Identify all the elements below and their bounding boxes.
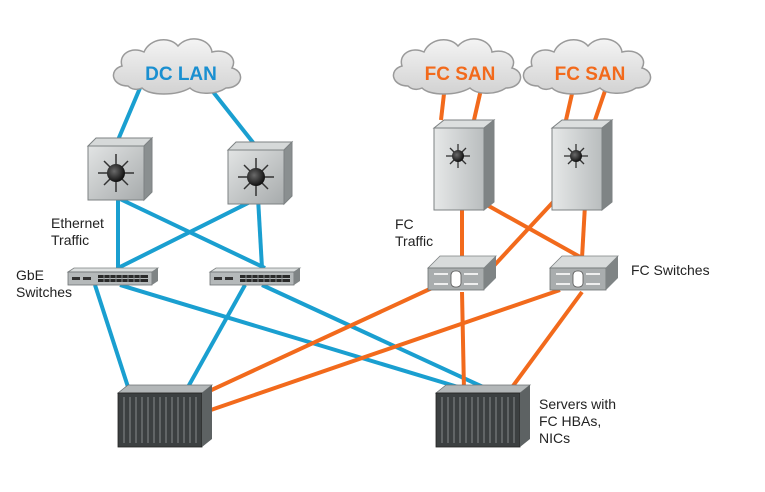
core-switch-right [226, 140, 294, 206]
label-gbe-switches-line1: GbE [16, 267, 45, 283]
label-fc-traffic-line2: Traffic [395, 233, 434, 249]
link-gbeR-serverL [186, 284, 247, 388]
cloud-fc-san-a: FC SAN [392, 38, 522, 95]
ethernet-links [93, 86, 484, 389]
label-gbe-switches: GbE Switches [16, 267, 72, 301]
core-switch-left [86, 136, 154, 202]
link-dirL-fcswR [486, 203, 583, 260]
fc-director-right [550, 118, 614, 212]
fc-switch-icon [549, 255, 619, 291]
label-ethernet-traffic-line2: Traffic [51, 232, 90, 248]
fc-director-left [432, 118, 496, 212]
label-servers-line3: NICs [539, 430, 571, 446]
server-rack-icon [116, 384, 214, 448]
core-switch-icon [86, 136, 154, 202]
label-fc-traffic: FC Traffic [395, 216, 433, 250]
gbe-switch-right [208, 267, 302, 286]
server-left [116, 384, 214, 448]
link-fcswL-serverL-a [204, 280, 446, 395]
link-dirR-fcswL [488, 198, 557, 272]
fc-switch-icon [427, 255, 497, 291]
label-fc-switches: FC Switches [631, 262, 710, 278]
cloud-label-lan: DC LAN [145, 64, 217, 85]
link-lan-core-left [116, 87, 142, 141]
label-fc-traffic-line1: FC [395, 216, 414, 232]
link-fcswR-serverL [204, 288, 561, 414]
gbe-switch-icon [208, 267, 302, 286]
label-ethernet-traffic-line1: Ethernet [51, 215, 104, 231]
link-dirR-fcswR [580, 204, 587, 259]
link-coreR-gbeR [256, 197, 264, 269]
label-gbe-switches-line2: Switches [16, 284, 73, 300]
label-servers: Servers with FC HBAs, NICs [539, 396, 616, 447]
fc-switch-left [427, 255, 497, 291]
core-switch-icon [226, 140, 294, 206]
cloud-fc-san-b: FC SAN [522, 38, 652, 95]
link-fcswL-serverR [460, 291, 466, 391]
label-servers-line2: FC HBAs, [539, 413, 602, 429]
label-ethernet-traffic: Ethernet Traffic [51, 215, 104, 249]
link-gbeL-serverR [119, 283, 459, 389]
fc-director-icon [432, 118, 496, 212]
server-rack-icon [434, 384, 532, 448]
cloud-icon [522, 38, 652, 95]
cloud-label-san-b: FC SAN [555, 64, 626, 85]
fc-switch-right [549, 255, 619, 291]
gbe-switch-left [66, 267, 160, 286]
label-servers-line1: Servers with [539, 396, 617, 412]
gbe-switch-icon [66, 267, 160, 286]
link-fcswR-serverR [508, 290, 584, 392]
cloud-dc-lan: DC LAN [112, 38, 242, 95]
server-right [434, 384, 532, 448]
link-gbeL-serverL [93, 284, 130, 388]
cloud-label-san-a: FC SAN [425, 64, 496, 85]
fc-director-icon [550, 118, 614, 212]
link-lan-core-right [208, 86, 257, 147]
cloud-icon [392, 38, 522, 95]
cloud-icon [112, 38, 242, 95]
link-coreR-gbeL [117, 196, 259, 270]
link-gbeR-serverR [261, 283, 484, 389]
